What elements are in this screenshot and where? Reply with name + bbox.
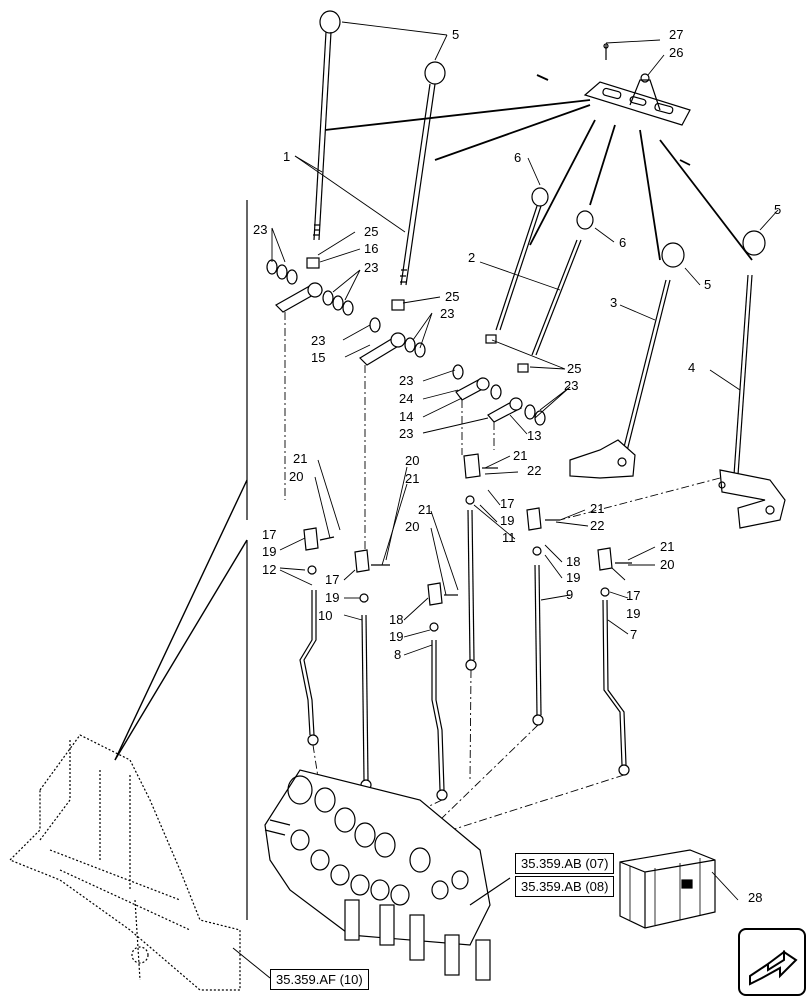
- next-page-arrow-icon: [749, 950, 798, 986]
- callout-5c: 5: [704, 277, 711, 292]
- callout-16: 16: [364, 241, 378, 256]
- clevis-rod-12: [299, 527, 335, 746]
- callout-18a: 18: [566, 554, 580, 569]
- callout-17a: 17: [500, 496, 514, 511]
- callout-19b: 19: [566, 570, 580, 585]
- callout-24: 24: [399, 391, 413, 406]
- callout-25c: 25: [567, 361, 581, 376]
- tractor-overview: [8, 734, 241, 991]
- callout-5: 5: [452, 27, 459, 42]
- callout-19d: 19: [262, 544, 276, 559]
- pivot-arm-16: [266, 257, 354, 316]
- callout-21a: 21: [293, 451, 307, 466]
- clevis-rod-11: [463, 453, 498, 671]
- callout-17b: 17: [626, 588, 640, 603]
- callout-19f: 19: [389, 629, 403, 644]
- callout-3: 3: [610, 295, 617, 310]
- callout-18b: 18: [389, 612, 403, 627]
- pivot-arm-15: [359, 299, 426, 366]
- reference-link-af10[interactable]: 35.359.AF (10): [270, 969, 369, 990]
- callout-28: 28: [748, 890, 762, 905]
- callout-25a: 25: [364, 224, 378, 239]
- callout-9: 9: [566, 587, 573, 602]
- overview-pointer-a: [114, 479, 248, 761]
- overview-pointer-b: [114, 539, 248, 761]
- callout-5b: 5: [774, 202, 781, 217]
- callout-21e: 21: [590, 501, 604, 516]
- callout-21d: 21: [418, 502, 432, 517]
- callout-21f: 21: [660, 539, 674, 554]
- control-plate: [583, 43, 691, 126]
- reference-link-ab08[interactable]: 35.359.AB (08): [515, 876, 615, 897]
- callout-21b: 21: [405, 471, 419, 486]
- pivot-arm-13: [487, 397, 546, 426]
- callout-15: 15: [311, 350, 325, 365]
- callout-20b: 20: [405, 453, 419, 468]
- lever-6b: [531, 210, 594, 356]
- callout-21c: 21: [513, 448, 527, 463]
- reference-link-ab07[interactable]: 35.359.AB (07): [515, 853, 615, 874]
- callout-23c: 23: [440, 306, 454, 321]
- clevis-rod-7: [597, 547, 632, 776]
- callout-7: 7: [630, 627, 637, 642]
- linkage-centerlines: [284, 312, 721, 841]
- callout-2: 2: [468, 250, 475, 265]
- lever-1a: [313, 10, 341, 241]
- callout-19c: 19: [626, 606, 640, 621]
- callout-20c: 20: [405, 519, 419, 534]
- callout-23a: 23: [253, 222, 267, 237]
- pivot-arm-14: [452, 364, 502, 401]
- callout-23d: 23: [311, 333, 325, 348]
- callout-13: 13: [527, 428, 541, 443]
- callout-8: 8: [394, 647, 401, 662]
- callout-23f: 23: [564, 378, 578, 393]
- callout-20a: 20: [289, 469, 303, 484]
- callout-17d: 17: [325, 572, 339, 587]
- next-page-button[interactable]: [738, 928, 806, 996]
- callout-10: 10: [318, 608, 332, 623]
- crate-28: [619, 849, 716, 929]
- reference-leaders: [232, 947, 271, 979]
- callout-11: 11: [502, 530, 516, 545]
- lever-3: [569, 242, 685, 479]
- callout-12: 12: [262, 562, 276, 577]
- callout-19e: 19: [325, 590, 339, 605]
- callout-labels: 5 27 26 1 6 6 2 5 5 3 4 23 25 16 23 25 2…: [253, 27, 781, 905]
- callout-20d: 20: [660, 557, 674, 572]
- callout-23g: 23: [399, 426, 413, 441]
- callout-26: 26: [669, 45, 683, 60]
- clevis-rod-10: [354, 549, 390, 791]
- callout-17c: 17: [262, 527, 276, 542]
- callout-leaders: [271, 21, 779, 901]
- callout-14: 14: [399, 409, 413, 424]
- callout-25b: 25: [445, 289, 459, 304]
- callout-27: 27: [669, 27, 683, 42]
- callout-1: 1: [283, 149, 290, 164]
- control-valve-block: [264, 769, 511, 981]
- callout-19a: 19: [500, 513, 514, 528]
- callout-22b: 22: [590, 518, 604, 533]
- lever-1b: [400, 61, 446, 286]
- callout-23b: 23: [364, 260, 378, 275]
- callout-6b: 6: [619, 235, 626, 250]
- clevis-rod-8: [427, 582, 458, 801]
- plate-rays: [324, 74, 753, 261]
- lever-4: [718, 230, 786, 529]
- callout-6: 6: [514, 150, 521, 165]
- clevis-rod-9: [526, 507, 560, 726]
- lever-6a: [495, 187, 549, 331]
- callout-4: 4: [688, 360, 695, 375]
- callout-22a: 22: [527, 463, 541, 478]
- callout-23e: 23: [399, 373, 413, 388]
